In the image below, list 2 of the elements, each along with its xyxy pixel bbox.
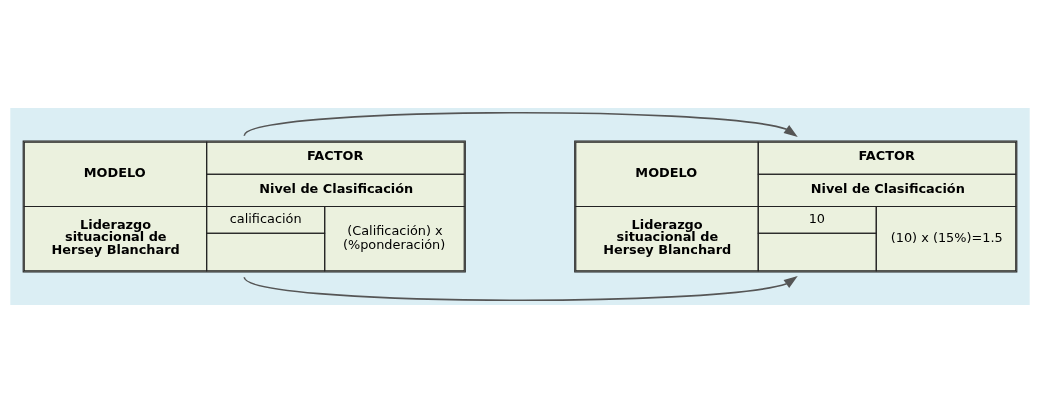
arrow: [242, 275, 798, 301]
arrow: [242, 111, 798, 137]
